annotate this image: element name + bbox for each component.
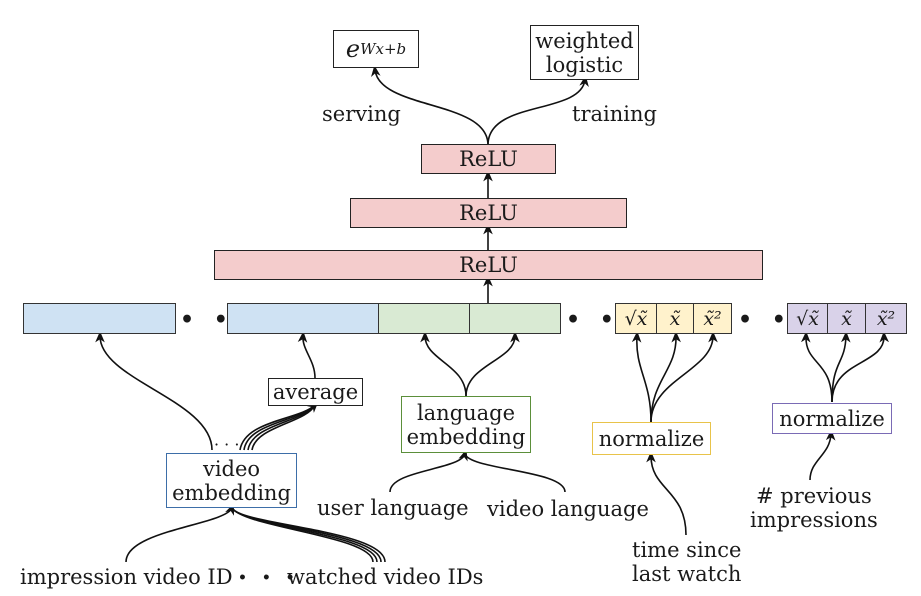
training-label: training [572, 102, 657, 126]
impression-video-embedding-cell [23, 303, 176, 334]
language-embedding-line1: language [416, 400, 516, 425]
input-previous-impressions: # previous impressions [750, 484, 878, 532]
arrow-average-embedding [297, 331, 316, 379]
ellipsis-inputs: • • • [238, 570, 300, 586]
serving-formula-base: e [345, 35, 361, 63]
input-user-language: user language [317, 496, 469, 520]
time-since-line1: time since [632, 538, 742, 562]
training-line1: weighted [535, 28, 634, 53]
arrow-impression-embedding [95, 331, 213, 451]
small-ellipsis: · · · [214, 435, 240, 454]
language-embedding-box: language embedding [401, 396, 531, 453]
arrow-lang-cell2 [465, 331, 520, 397]
language-embedding-line2: embedding [406, 424, 526, 449]
input-time-since-last-watch: time since last watch [632, 538, 741, 586]
relu-layer-1: ReLU [214, 250, 763, 280]
arrow-lang-cell1 [420, 331, 467, 397]
arrow-training [487, 75, 589, 146]
relu-layer-3: ReLU [421, 144, 556, 174]
arrow-user-language [389, 449, 468, 493]
training-output-box: weighted logistic [530, 25, 639, 80]
serving-formula-exponent: Wx+b [360, 40, 407, 58]
input-video-language: video language [487, 497, 649, 521]
watched-video-embedding-cell [227, 303, 379, 334]
relu-layer-2: ReLU [350, 198, 627, 228]
impressions-square-cell: x̃² [865, 303, 907, 334]
time-since-line2: last watch [632, 562, 742, 586]
input-watched-video-ids: watched video IDs [287, 565, 484, 589]
training-line2: logistic [545, 52, 624, 77]
video-language-embedding-cell [469, 303, 561, 334]
video-embedding-line2: embedding [172, 480, 291, 505]
video-embedding-line1: video [202, 456, 261, 481]
input-impression-video-id: impression video ID [20, 565, 233, 589]
normalize-impressions-box: normalize [772, 403, 892, 434]
arrow-time-since [646, 451, 687, 536]
user-language-embedding-cell [378, 303, 470, 334]
arrow-impression-id [125, 503, 234, 563]
normalize-time-box: normalize [592, 422, 711, 455]
arrow-prev-impressions [809, 429, 836, 481]
prev-impressions-line2: impressions [750, 508, 878, 532]
serving-label: serving [322, 102, 401, 126]
time-x-cell: x̃ [656, 303, 694, 334]
time-sqrt-cell: √x̃ [615, 303, 657, 334]
prev-impressions-line1: # previous [756, 484, 872, 508]
video-embedding-box: video embedding [166, 453, 297, 508]
impressions-x-cell: x̃ [827, 303, 866, 334]
average-box: average [268, 378, 363, 406]
arrow-video-language [464, 453, 566, 493]
arrow-serving [371, 65, 489, 146]
impressions-sqrt-cell: √x̃ [787, 303, 828, 334]
time-square-cell: x̃² [693, 303, 732, 334]
